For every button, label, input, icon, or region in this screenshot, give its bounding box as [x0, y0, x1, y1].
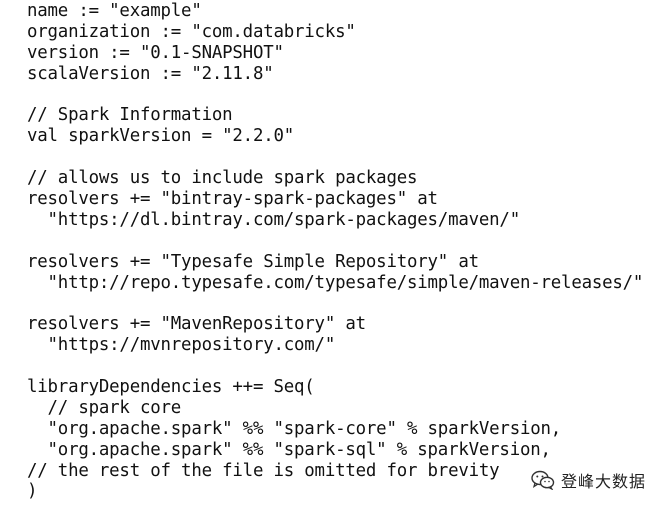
code-line-19: libraryDependencies ++= Seq(	[27, 377, 315, 398]
code-line-11: "https://dl.bintray.com/spark-packages/m…	[27, 209, 521, 230]
code-line-24: )	[27, 481, 38, 502]
code-line-6: // Spark Information	[27, 105, 233, 126]
code-line-1: name := "example"	[27, 1, 202, 21]
code-line-14: "http://repo.typesafe.com/typesafe/simpl…	[27, 272, 644, 293]
code-line-5	[27, 85, 657, 106]
code-line-16: resolvers += "MavenRepository" at	[27, 314, 366, 335]
code-line-10: resolvers += "bintray-spark-packages" at	[27, 189, 438, 210]
code-view: name := "example" organization := "com.d…	[27, 1, 657, 513]
code-line-15	[27, 293, 657, 314]
watermark: 登峰大数据	[526, 466, 650, 494]
code-line-18	[27, 356, 657, 377]
watermark-text: 登峰大数据	[560, 472, 646, 491]
code-line-23: // the rest of the file is omitted for b…	[27, 460, 500, 481]
code-line-22: "org.apache.spark" %% "spark-sql" % spar…	[27, 439, 551, 460]
code-line-20: // spark core	[27, 397, 182, 418]
wechat-icon	[531, 470, 555, 490]
code-line-7: val sparkVersion = "2.2.0"	[27, 126, 295, 147]
code-line-13: resolvers += "Typesafe Simple Repository…	[27, 251, 479, 272]
code-line-21: "org.apache.spark" %% "spark-core" % spa…	[27, 418, 562, 439]
code-line-2: organization := "com.databricks"	[27, 21, 356, 42]
code-line-12	[27, 231, 657, 252]
code-line-9: // allows us to include spark packages	[27, 168, 418, 189]
code-line-4: scalaVersion := "2.11.8"	[27, 63, 274, 84]
code-line-3: version := "0.1-SNAPSHOT"	[27, 42, 284, 63]
code-line-17: "https://mvnrepository.com/"	[27, 335, 336, 356]
code-line-8	[27, 147, 657, 168]
